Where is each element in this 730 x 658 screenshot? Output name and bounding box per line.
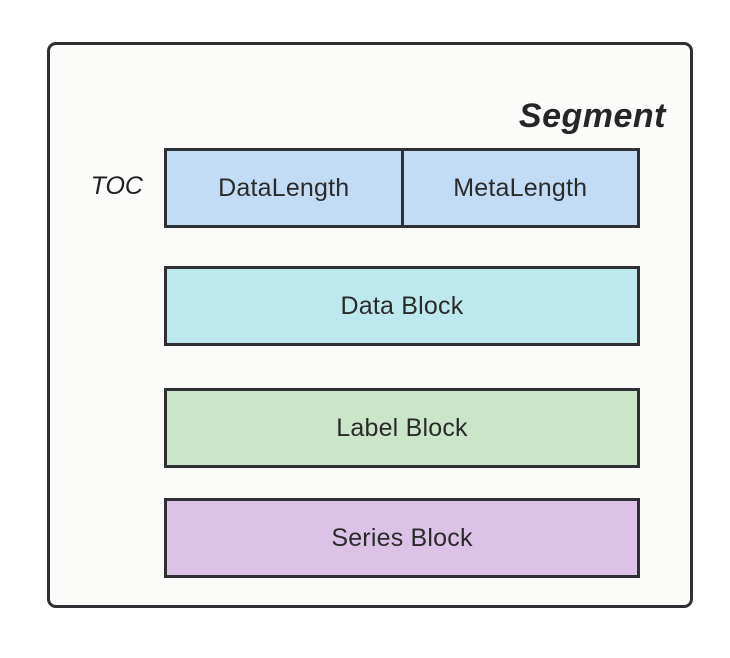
toc-cell-metalength: MetaLength [400,151,637,225]
toc-row: DataLength MetaLength [164,148,640,228]
data-block-label: Data Block [167,269,637,343]
toc-side-label: TOC [90,172,143,200]
segment-title: Segment [518,97,666,135]
toc-cell-datalength: DataLength [167,151,401,225]
label-block: Label Block [164,388,640,468]
series-block-label: Series Block [167,501,637,575]
series-block: Series Block [164,498,640,578]
label-block-label: Label Block [167,391,637,465]
data-block: Data Block [164,266,640,346]
